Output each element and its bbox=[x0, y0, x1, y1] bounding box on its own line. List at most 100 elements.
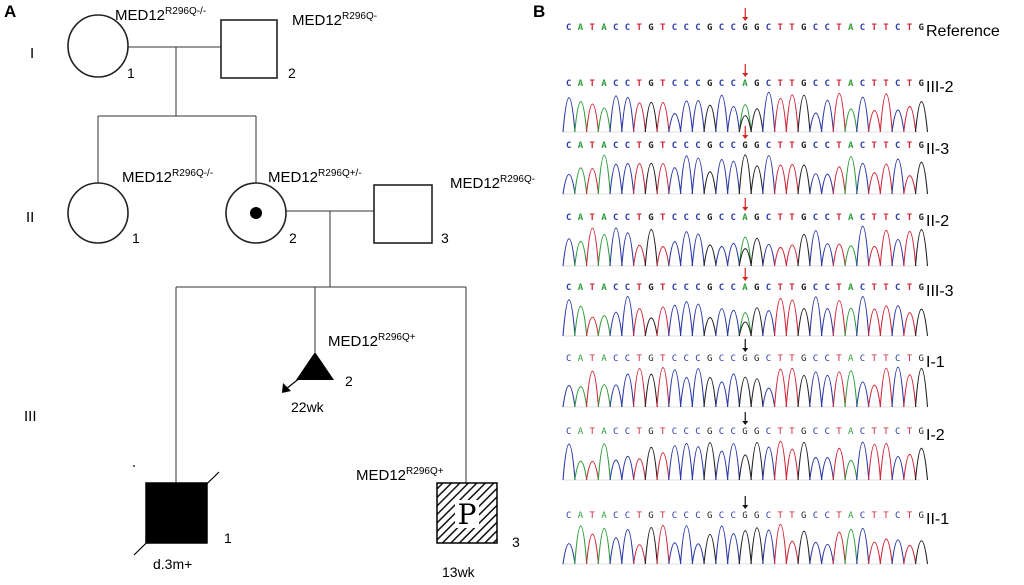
trace-peak bbox=[703, 376, 717, 408]
trace-peak bbox=[903, 175, 917, 195]
base-call: C bbox=[625, 354, 630, 364]
trace-peak bbox=[914, 447, 929, 481]
trace-peak bbox=[562, 97, 576, 133]
trace-peak bbox=[621, 162, 635, 195]
base-call: T bbox=[907, 511, 913, 521]
base-call: C bbox=[684, 23, 689, 33]
base-call: C bbox=[566, 427, 571, 437]
trace-peak bbox=[785, 163, 799, 195]
base-call: A bbox=[848, 283, 854, 293]
base-call: T bbox=[778, 511, 784, 521]
base-call: C bbox=[766, 354, 771, 364]
base-call: T bbox=[660, 141, 666, 151]
base-call: C bbox=[672, 354, 677, 364]
base-call: A bbox=[578, 23, 584, 33]
trace-peak bbox=[609, 95, 623, 133]
base-call: T bbox=[778, 283, 784, 293]
trace-peak bbox=[621, 529, 635, 565]
trace-peak bbox=[715, 525, 729, 565]
trace-peak bbox=[597, 233, 611, 267]
trace-peak bbox=[879, 443, 893, 481]
base-call: T bbox=[660, 427, 666, 437]
base-call: C bbox=[613, 427, 618, 437]
trace-peak bbox=[726, 310, 741, 337]
trace-peak bbox=[785, 540, 799, 565]
arrowhead bbox=[282, 383, 291, 393]
trace-peak bbox=[644, 101, 658, 133]
trace-peak bbox=[574, 167, 588, 195]
base-call: C bbox=[895, 283, 900, 293]
base-call: C bbox=[895, 427, 900, 437]
base-call: C bbox=[684, 79, 689, 89]
base-call: T bbox=[872, 141, 878, 151]
trace-peak bbox=[738, 154, 752, 195]
base-call: T bbox=[872, 283, 878, 293]
mutation-arrow bbox=[742, 496, 749, 509]
trace-peak bbox=[773, 246, 788, 267]
female-symbol bbox=[67, 182, 129, 244]
base-call: C bbox=[566, 213, 571, 223]
base-call: T bbox=[637, 23, 643, 33]
trace-peak bbox=[691, 446, 705, 481]
base-call: G bbox=[919, 354, 924, 364]
trace-peak bbox=[574, 241, 588, 267]
trace-peak bbox=[879, 163, 893, 195]
trace-peak bbox=[750, 108, 764, 133]
trace-peak bbox=[656, 162, 670, 195]
base-call: T bbox=[590, 23, 596, 33]
trace-peak-secondary bbox=[738, 321, 752, 337]
base-call: T bbox=[590, 427, 596, 437]
trace-peak bbox=[820, 243, 835, 267]
trace-peak bbox=[738, 530, 752, 565]
trace-peak bbox=[609, 384, 623, 408]
base-call: C bbox=[672, 427, 677, 437]
trace-peak bbox=[867, 308, 882, 337]
base-call: C bbox=[566, 79, 571, 89]
individual-ii-2: 2 MED12R296Q+/- bbox=[225, 168, 362, 246]
trace-peak bbox=[820, 99, 835, 133]
base-call: T bbox=[836, 427, 842, 437]
base-call: T bbox=[836, 79, 842, 89]
trace-peak bbox=[668, 113, 682, 133]
individual-i-2: 2 MED12R296Q- bbox=[220, 11, 377, 81]
base-call: G bbox=[707, 213, 712, 223]
base-call: T bbox=[637, 427, 643, 437]
base-call: G bbox=[801, 354, 806, 364]
trace-peak bbox=[797, 374, 811, 408]
mutation-arrow bbox=[742, 412, 749, 425]
trace-peak bbox=[879, 368, 893, 408]
mutation-arrow bbox=[742, 339, 749, 352]
base-call: A bbox=[601, 511, 607, 521]
base-call: G bbox=[648, 79, 653, 89]
trace-peak bbox=[679, 100, 694, 133]
gestation-note: 22wk bbox=[291, 399, 325, 415]
trace-peak bbox=[715, 308, 729, 337]
base-call: T bbox=[778, 79, 784, 89]
base-call: C bbox=[825, 427, 830, 437]
trace-peak bbox=[585, 533, 600, 565]
trace-peak bbox=[679, 231, 694, 267]
base-call: A bbox=[848, 141, 854, 151]
base-call: T bbox=[789, 283, 795, 293]
base-call: G bbox=[648, 427, 653, 437]
base-call: T bbox=[637, 283, 643, 293]
trace-peak bbox=[609, 311, 623, 337]
trace-peak bbox=[750, 307, 764, 337]
base-call: C bbox=[813, 79, 818, 89]
base-call: T bbox=[660, 354, 666, 364]
base-call: T bbox=[883, 141, 889, 151]
trace-peak bbox=[809, 296, 823, 337]
base-call: C bbox=[625, 23, 630, 33]
trace-peak bbox=[656, 452, 670, 481]
genotype-label: MED12R296Q+ bbox=[356, 466, 444, 484]
base-call: G bbox=[707, 79, 712, 89]
carrier-dot bbox=[250, 207, 262, 219]
base-call: T bbox=[778, 427, 784, 437]
trace-peak bbox=[903, 106, 917, 133]
trace-peak bbox=[750, 378, 764, 408]
base-call: C bbox=[566, 354, 571, 364]
trace-peak bbox=[679, 155, 694, 195]
